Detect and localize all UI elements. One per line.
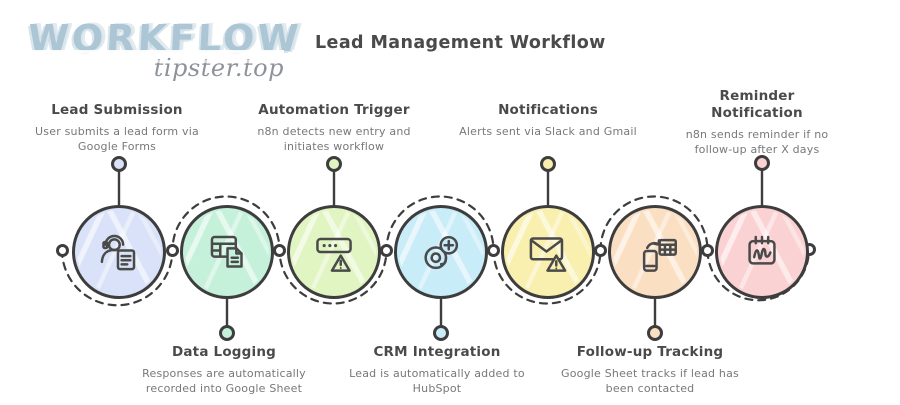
page-title: Lead Management Workflow	[315, 33, 606, 53]
chain-junction-dot	[701, 243, 714, 257]
phone-sync-sheet-icon	[642, 238, 677, 272]
step-title: Reminder Notification	[711, 88, 803, 121]
step-description: n8n sends reminder if no follow-up after…	[685, 127, 829, 157]
dashed-chain-path	[60, 195, 811, 307]
calendar-scribble-icon	[748, 235, 776, 265]
logo-domain-text: tipster.top	[153, 54, 284, 82]
step-label-lead-submission: Lead Submission User submits a lead form…	[27, 102, 207, 155]
stem-dot	[432, 324, 449, 341]
step-circle-reminder-notification	[715, 205, 809, 299]
step-title: Notifications	[498, 102, 598, 118]
site-logo: WORKFLOW tipster.top	[27, 17, 302, 82]
spreadsheet-doc-icon	[210, 235, 243, 268]
step-title: CRM Integration	[373, 344, 501, 360]
step-title: Automation Trigger	[258, 102, 410, 118]
chain-start-dot	[55, 243, 69, 257]
chain-junction-dot	[487, 243, 500, 257]
step-circle-follow-up-tracking	[608, 205, 702, 299]
stem-dot	[110, 155, 127, 172]
console-alert-icon	[316, 237, 352, 272]
mention-add-icon	[424, 235, 459, 270]
step-description: User submits a lead form via Google Form…	[35, 124, 199, 154]
step-circle-lead-submission	[72, 205, 166, 299]
step-label-follow-up-tracking: Follow-up Tracking Google Sheet tracks i…	[558, 344, 742, 397]
step-description: Alerts sent via Slack and Gmail	[459, 124, 637, 138]
chain-junction-dot	[594, 243, 607, 257]
step-description: Google Sheet tracks if lead has been con…	[561, 366, 739, 396]
step-description: Responses are automatically recorded int…	[142, 366, 306, 396]
chain-junction-dot	[166, 243, 179, 257]
stem-dot	[539, 155, 556, 172]
stem-dot	[325, 155, 342, 172]
chain-junction-dot	[380, 243, 393, 257]
step-label-reminder-notification: Reminder Notification n8n sends reminder…	[672, 88, 842, 158]
step-circle-crm-integration	[394, 205, 488, 299]
step-description: n8n detects new entry and initiates work…	[257, 124, 411, 154]
mail-alert-icon	[529, 237, 567, 272]
step-label-data-logging: Data Logging Responses are automatically…	[132, 344, 316, 397]
step-title: Follow-up Tracking	[576, 344, 724, 360]
step-circle-notifications	[501, 205, 595, 299]
logo-glitch-line	[28, 50, 284, 53]
logo-glitch-line	[28, 60, 284, 63]
stem-dot	[218, 324, 235, 341]
step-circle-data-logging	[180, 205, 274, 299]
user-form-icon	[100, 234, 136, 271]
chain-junction-dot	[273, 243, 286, 257]
stem-dot	[646, 324, 663, 341]
stem-dot	[753, 154, 770, 171]
step-label-notifications: Notifications Alerts sent via Slack and …	[458, 102, 638, 139]
step-title: Lead Submission	[51, 102, 183, 118]
step-description: Lead is automatically added to HubSpot	[349, 366, 525, 396]
step-circle-automation-trigger	[287, 205, 381, 299]
step-title: Data Logging	[171, 344, 277, 360]
step-label-crm-integration: CRM Integration Lead is automatically ad…	[345, 344, 529, 397]
step-label-automation-trigger: Automation Trigger n8n detects new entry…	[244, 102, 424, 155]
stem-lines	[117, 170, 764, 327]
